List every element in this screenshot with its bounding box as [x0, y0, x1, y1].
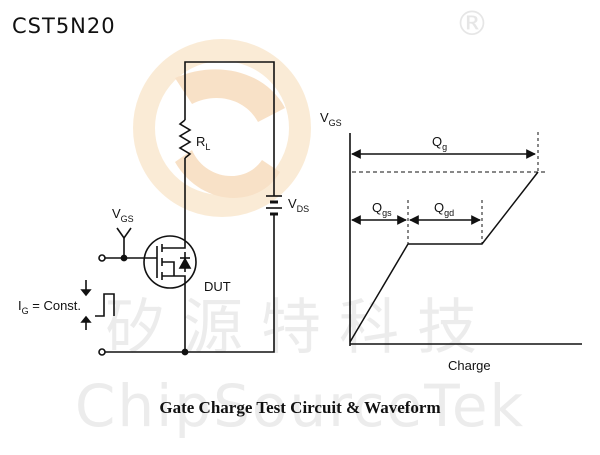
logo-swoosh [175, 69, 285, 122]
ig-pulse [95, 293, 115, 317]
logo-ring [133, 39, 311, 217]
test-circuit [80, 61, 282, 356]
registered-mark: ® [455, 4, 489, 44]
load-resistor [178, 119, 192, 159]
dut-label: DUT [204, 279, 231, 294]
rl-label: RL [196, 134, 210, 152]
vgs-label: VGS [112, 206, 134, 224]
mosfet-drain-lead [162, 238, 186, 249]
ig-label: IG = Const. [18, 298, 81, 316]
ig-arrowhead-top [80, 289, 92, 297]
gate-terminal [98, 254, 106, 262]
qgd-label: Qgd [434, 200, 454, 218]
ground-terminal [98, 348, 106, 356]
ig-arrowhead-bottom [80, 315, 92, 323]
part-number: CST5N20 [12, 14, 116, 38]
vgs-probe-tip [116, 227, 132, 240]
y-axis-label: VGS [320, 110, 342, 128]
body-diode [178, 257, 192, 269]
source-node [181, 348, 189, 356]
logo-swoosh-lower [175, 150, 280, 198]
gate-node [120, 254, 128, 262]
vds-label: VDS [288, 196, 309, 214]
mosfet-body-lead [162, 261, 175, 276]
mosfet-body [143, 235, 197, 289]
top-wire [184, 61, 275, 196]
figure-caption: Gate Charge Test Circuit & Waveform [159, 398, 441, 417]
vgs-curve [349, 171, 539, 343]
supply-return-wire [185, 214, 275, 353]
watermark-logo [133, 39, 311, 217]
x-axis-label: Charge [448, 358, 491, 373]
watermark-latin: ChipSourceTek [75, 372, 525, 440]
gate-charge-waveform [349, 132, 582, 346]
qg-label: Qg [432, 134, 447, 152]
qgs-label: Qgs [372, 200, 392, 218]
mosfet-source-lead [162, 275, 186, 352]
